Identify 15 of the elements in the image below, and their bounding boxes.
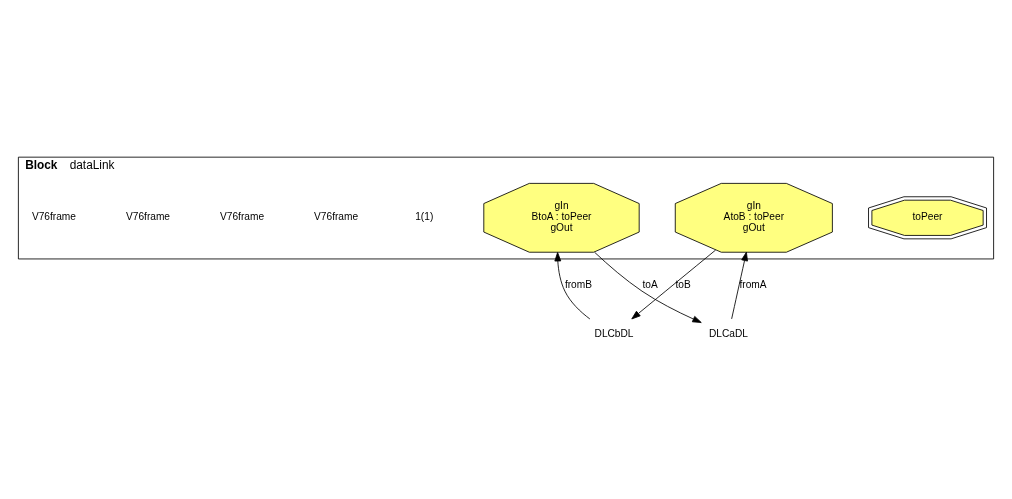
arrow (731, 251, 748, 319)
node-text: DLCaDL (708, 327, 748, 339)
arrow (631, 249, 717, 319)
label: V76frame (314, 210, 359, 222)
node-text: DLCbDL (594, 327, 634, 339)
edge-label: fromB (564, 278, 592, 290)
label: V76frame (220, 210, 265, 222)
edge-label: fromA (739, 278, 767, 290)
label: 1(1) (415, 210, 434, 222)
edge-label: toA (642, 278, 658, 290)
arrow (594, 251, 702, 323)
edge-label: toB (675, 278, 691, 290)
label: V76frame (31, 210, 76, 222)
arrow (554, 251, 591, 319)
label: V76frame (126, 210, 171, 222)
